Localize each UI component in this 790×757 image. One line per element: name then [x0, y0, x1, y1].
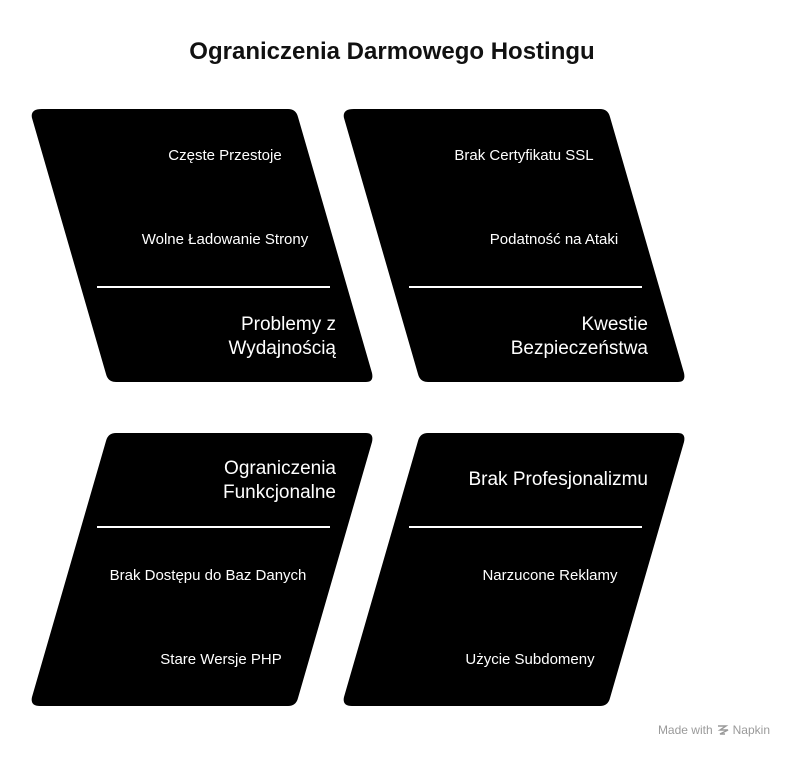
item-subdomain-usage: Użycie Subdomeny	[465, 651, 595, 668]
quadrant-shape-functional	[31, 433, 373, 706]
category-security-line1: Kwestie	[581, 314, 648, 335]
item-slow-page-loading: Wolne Ładowanie Strony	[141, 231, 309, 248]
category-functional-line1: Ograniczenia	[224, 458, 336, 479]
made-with-label: Made with	[657, 723, 713, 737]
made-with-napkin[interactable]: Made with Napkin	[658, 723, 770, 737]
item-old-php-versions: Stare Wersje PHP	[160, 651, 282, 668]
quadrant-shape-security	[343, 109, 685, 382]
napkin-logo-icon	[717, 725, 728, 735]
category-functional: Ograniczenia Funkcjonalne	[150, 457, 336, 505]
item-no-database-access: Brak Dostępu do Baz Danych	[109, 567, 307, 584]
category-functional-line2: Funkcjonalne	[222, 482, 336, 503]
category-security-line2: Bezpieczeństwa	[510, 338, 648, 359]
quadrant-shape-performance	[31, 109, 373, 382]
category-security: Kwestie Bezpieczeństwa	[440, 313, 648, 361]
item-no-ssl-certificate: Brak Certyfikatu SSL	[454, 147, 594, 164]
item-attack-vulnerability: Podatność na Ataki	[489, 231, 619, 248]
category-performance-line1: Problemy z	[240, 314, 336, 335]
quadrant-shape-professionalism	[343, 433, 685, 706]
napkin-brand: Napkin	[732, 723, 770, 737]
category-performance-line2: Wydajnością	[228, 338, 336, 359]
category-professionalism: Brak Profesjonalizmu	[468, 469, 648, 490]
item-frequent-downtime: Częste Przestoje	[168, 147, 282, 164]
diagram-title: Ograniczenia Darmowego Hostingu	[189, 38, 595, 65]
category-performance: Problemy z Wydajnością	[150, 313, 336, 361]
item-forced-ads: Narzucone Reklamy	[482, 567, 618, 584]
